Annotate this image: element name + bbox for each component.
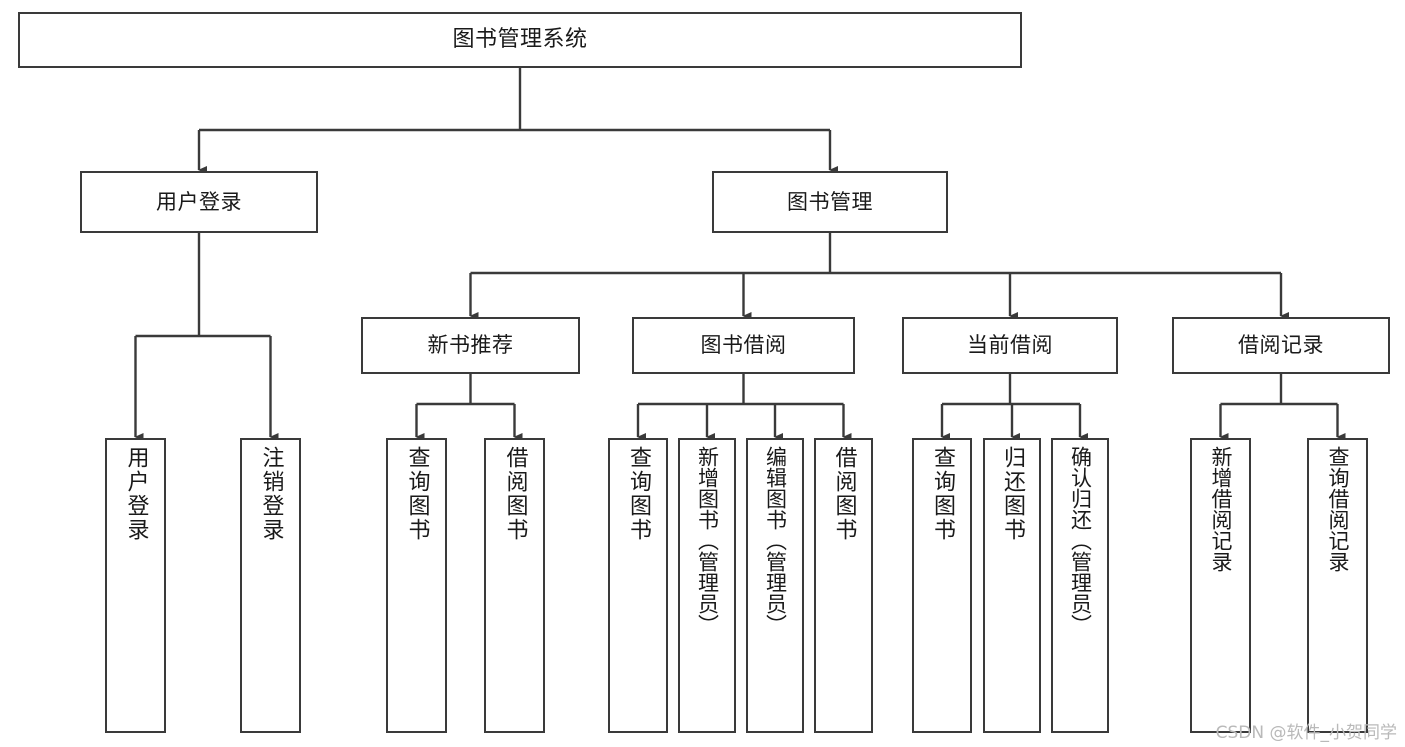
node-root[interactable]: 图书管理系统 <box>18 12 1022 68</box>
node-l-cu-confirm[interactable]: 确认归还（管理员） <box>1051 438 1109 733</box>
node-label-borrow: 图书借阅 <box>700 333 787 358</box>
node-bookmgmt[interactable]: 图书管理 <box>712 171 948 233</box>
node-label-l-re-query: 查询借阅记录 <box>1326 446 1350 572</box>
node-l-bo-add[interactable]: 新增图书（管理员） <box>678 438 736 733</box>
node-label-records: 借阅记录 <box>1238 333 1324 358</box>
node-borrow[interactable]: 图书借阅 <box>632 317 855 374</box>
node-l-cu-return[interactable]: 归还图书 <box>983 438 1041 733</box>
node-l-login[interactable]: 用户登录 <box>105 438 166 733</box>
node-label-login: 用户登录 <box>156 189 242 214</box>
node-l-re-query[interactable]: 查询借阅记录 <box>1307 438 1368 733</box>
node-label-l-nb-query: 查询图书 <box>404 446 430 542</box>
node-label-l-logout: 注销登录 <box>258 446 284 542</box>
node-l-nb-borrow[interactable]: 借阅图书 <box>484 438 545 733</box>
node-label-l-re-add: 新增借阅记录 <box>1209 446 1233 572</box>
node-l-re-add[interactable]: 新增借阅记录 <box>1190 438 1251 733</box>
node-label-l-bo-borrow: 借阅图书 <box>831 446 857 542</box>
node-l-bo-edit[interactable]: 编辑图书（管理员） <box>746 438 804 733</box>
node-label-l-bo-edit: 编辑图书（管理员） <box>763 446 788 635</box>
node-label-l-bo-add: 新增图书（管理员） <box>695 446 720 635</box>
node-l-nb-query[interactable]: 查询图书 <box>386 438 447 733</box>
node-login[interactable]: 用户登录 <box>80 171 318 233</box>
node-records[interactable]: 借阅记录 <box>1172 317 1390 374</box>
node-label-newbook: 新书推荐 <box>427 333 514 358</box>
tree-edges <box>134 68 1346 441</box>
watermark: CSDN @软件_小贺同学 <box>1215 723 1397 743</box>
node-label-l-cu-query: 查询图书 <box>930 446 955 542</box>
node-label-current: 当前借阅 <box>967 333 1053 358</box>
node-newbook[interactable]: 新书推荐 <box>361 317 580 374</box>
node-label-bookmgmt: 图书管理 <box>787 189 873 214</box>
node-label-l-nb-borrow: 借阅图书 <box>502 446 528 542</box>
node-label-l-cu-confirm: 确认归还（管理员） <box>1068 446 1093 635</box>
node-label-l-login: 用户登录 <box>123 446 149 542</box>
node-label-l-bo-query: 查询图书 <box>626 446 651 542</box>
node-label-root: 图书管理系统 <box>452 27 588 53</box>
node-label-l-cu-return: 归还图书 <box>1000 446 1025 542</box>
node-l-bo-query[interactable]: 查询图书 <box>608 438 668 733</box>
node-current[interactable]: 当前借阅 <box>902 317 1118 374</box>
node-l-cu-query[interactable]: 查询图书 <box>912 438 972 733</box>
node-l-logout[interactable]: 注销登录 <box>240 438 301 733</box>
node-l-bo-borrow[interactable]: 借阅图书 <box>814 438 873 733</box>
